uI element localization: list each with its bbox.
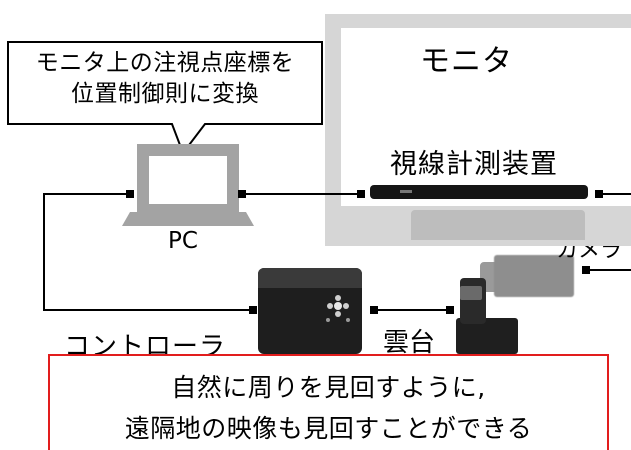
callout-bubble: [7, 41, 323, 156]
pan-tilt-mount: [460, 278, 486, 324]
pc-label: PC: [168, 228, 198, 254]
eye-tracker-device: [370, 185, 588, 199]
camera-image: [494, 255, 574, 297]
result-line-2: 遠隔地の映像も見回すことができる: [124, 414, 533, 443]
wires: [43, 193, 631, 311]
pc-to-controller-wire: [43, 193, 253, 311]
callout-line-2: 位置制御則に変換: [71, 81, 259, 107]
callout-text: モニタ上の注視点座標を 位置制御則に変換: [8, 48, 322, 110]
pan-tilt-base: [456, 318, 518, 354]
monitor-label: モニタ: [420, 44, 513, 79]
connector-markers: [126, 190, 603, 314]
result-line-1: 自然に周りを見回すように,: [171, 373, 486, 402]
monitor-stand: [411, 210, 585, 240]
monitor: [325, 14, 631, 246]
pan-tilt-head: [460, 286, 482, 300]
laptop-icon: [122, 144, 254, 226]
result-box: [48, 354, 609, 450]
controller-buttons: [326, 295, 350, 322]
pan-tilt-label: 雲台: [383, 328, 436, 358]
callout-line-1: モニタ上の注視点座標を: [35, 50, 295, 76]
controller-top: [258, 268, 362, 288]
controller-device: [258, 268, 362, 354]
eye-tracker-label: 視線計測装置: [390, 149, 558, 180]
monitor-screen: [341, 28, 631, 206]
